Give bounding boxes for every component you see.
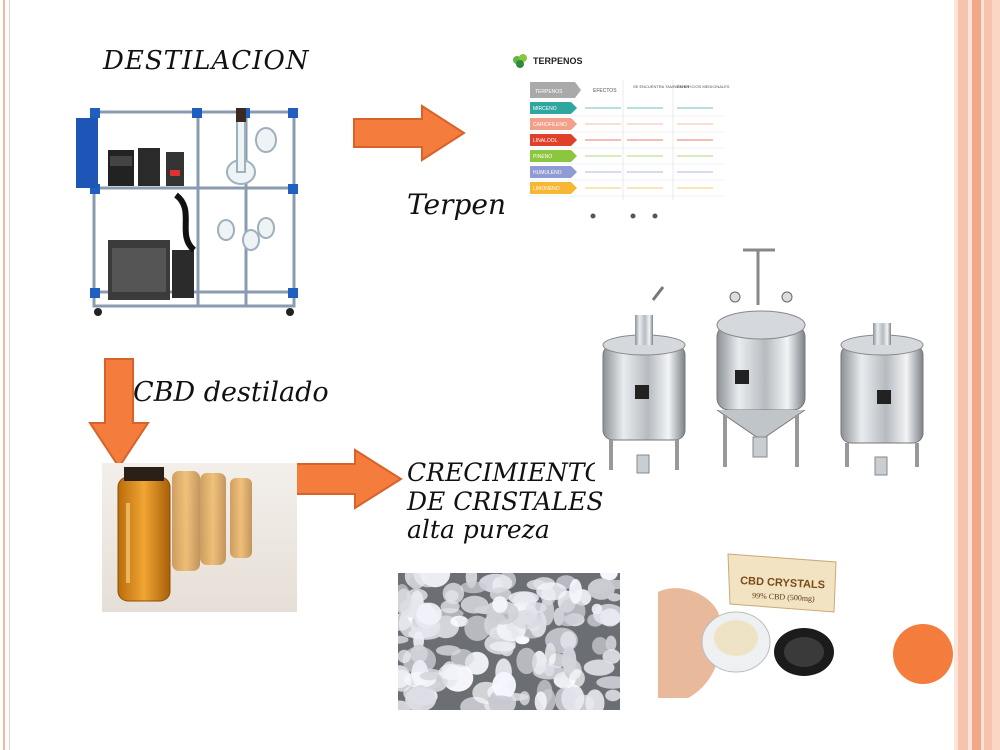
label-crecimiento-1: CRECIMIENTO (407, 458, 605, 487)
crystal-fragment (605, 689, 620, 702)
col-efectos: EFECTOS (593, 88, 617, 94)
crystal-fragment (460, 581, 487, 594)
left-border-line-inner (9, 0, 10, 750)
crystal-fragment (555, 687, 576, 710)
crystal-fragment (398, 649, 411, 663)
terpene-row-name: MIRCENO (533, 106, 557, 112)
crystal-fragment (450, 649, 474, 667)
terpene-row-tag (530, 150, 577, 162)
crystal-fragment (450, 615, 469, 627)
terpene-row-name: LIMONENO (533, 186, 560, 192)
terpene-row-tag (530, 118, 577, 130)
arrow-right-top (353, 104, 466, 162)
crystal-fragment (525, 602, 547, 614)
crystal-fragment (605, 635, 617, 652)
label-crecimiento-3: alta pureza (407, 515, 550, 544)
distillation-apparatus-image (76, 100, 308, 322)
col-beneficios: BENEFICIOS MEDICINALES (677, 84, 730, 89)
crystal-fragment (464, 615, 491, 641)
cbd-oil-bottles-image (102, 463, 297, 612)
terpene-table-title: TERPENOS (533, 56, 583, 66)
reactor-right (840, 323, 924, 476)
reactor-center (716, 248, 806, 467)
col-terpenos: TERPENOS (535, 89, 563, 95)
label-crecimiento-2: DE CRISTALES (407, 487, 604, 516)
terpene-row-tag (530, 182, 577, 194)
left-border-line (3, 0, 5, 750)
right-decorative-stripes (954, 0, 1000, 750)
crystal-fragment (487, 695, 513, 705)
terpene-row-tag (530, 102, 577, 114)
terpene-row-name: PINENO (533, 154, 552, 160)
crystal-fragment (489, 641, 516, 652)
crystal-fragment (600, 573, 618, 581)
crystal-fragment (561, 646, 577, 674)
terpene-row-name: HUMULENO (533, 170, 562, 176)
crystal-fragment (592, 637, 608, 655)
crystal-fragment (398, 588, 413, 616)
crystal-fragment (419, 671, 439, 681)
crystal-fragment (516, 647, 537, 675)
crystal-fragment (416, 602, 442, 625)
reactor-left (602, 286, 686, 474)
label-destilacion: DESTILACION (103, 46, 310, 76)
col-se-encuentra: SE ENCUENTRA TAMBIÉN EN (633, 84, 689, 89)
crystal-fragment (587, 578, 615, 600)
crystal-fragment (602, 649, 620, 664)
decorative-orange-circle (893, 624, 953, 684)
crystal-fragment (574, 694, 595, 710)
crystal-fragment (405, 687, 437, 710)
crystal-fragment (559, 615, 576, 627)
terpene-table-image: TERPENOS TERPENOS EFECTOS SE ENCUENTRA T… (505, 50, 730, 222)
terpene-row-tag (530, 166, 577, 178)
arrow-right-bottom (290, 448, 403, 510)
crystal-fragment (492, 671, 516, 699)
cbd-crystals-image (398, 573, 620, 710)
label-cbd-destilado: CBD destilado (133, 377, 329, 408)
leaf-logo-icon (513, 54, 527, 68)
crystal-fragment (596, 676, 620, 689)
crystal-fragment (508, 591, 539, 605)
crystal-fragment (413, 573, 442, 588)
cbd-crystals-product-image: CBD CRYSTALS 99% CBD (500mg) (658, 552, 838, 698)
crystal-fragment (569, 578, 582, 604)
crystal-fragment (532, 664, 565, 680)
crystal-fragment (438, 664, 464, 680)
crystal-fragment (583, 659, 615, 676)
crystallization-reactors-image (595, 245, 930, 485)
arrow-down (88, 358, 150, 469)
terpene-row-name: LINALOOL (533, 138, 558, 144)
crystal-fragment (442, 582, 465, 604)
crystal-fragment (492, 596, 508, 613)
crystal-fragment (569, 669, 585, 688)
terpene-row-name: CARIOFILENO (533, 122, 567, 128)
crystal-fragment (593, 603, 620, 626)
product-box-sublabel: 99% CBD (500mg) (752, 591, 815, 603)
product-box-label: CBD CRYSTALS (740, 575, 825, 591)
crystal-fragment (511, 609, 542, 630)
crystal-fragment (398, 635, 409, 644)
crystal-fragment (536, 582, 567, 601)
crystal-fragment (534, 691, 547, 710)
terpene-row-tag (530, 134, 577, 146)
